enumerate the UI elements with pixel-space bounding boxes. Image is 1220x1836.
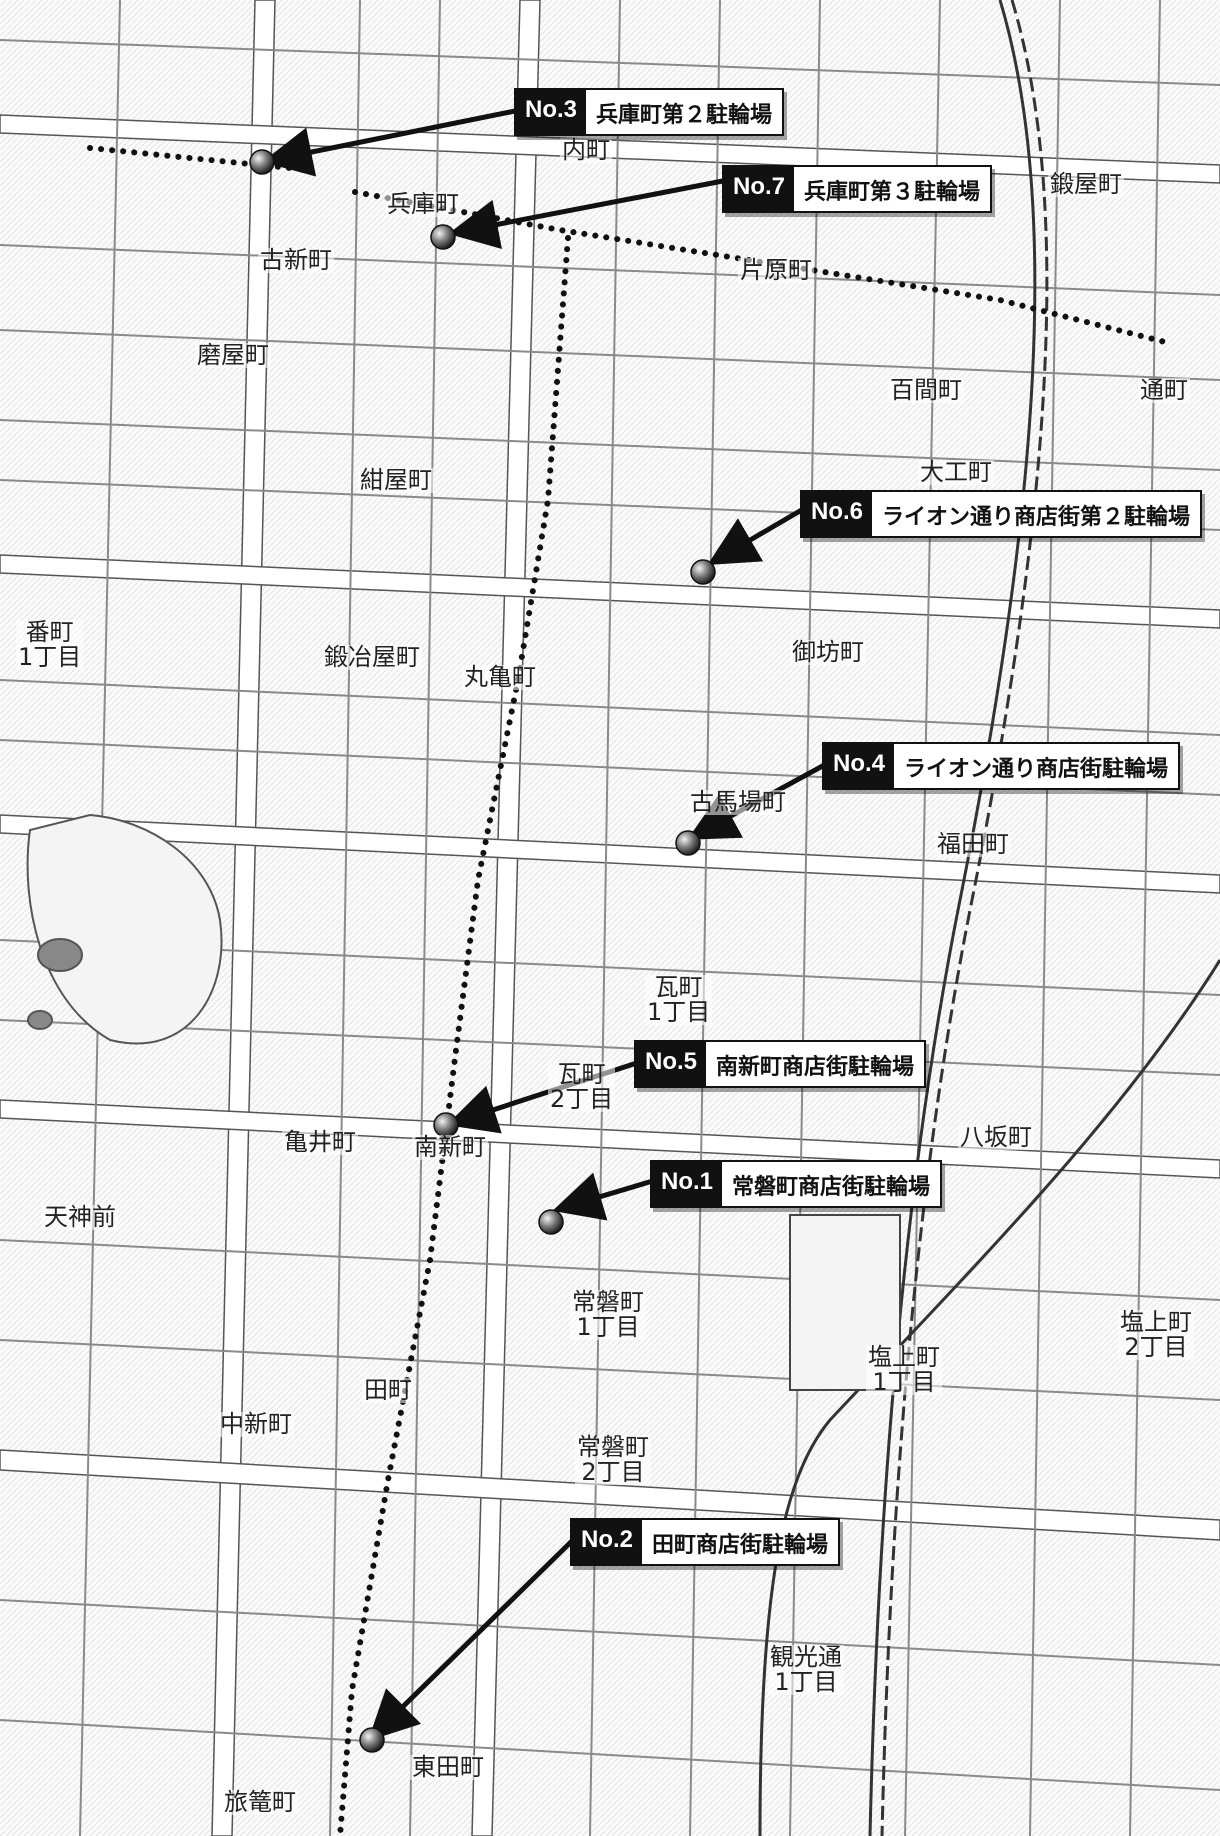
district-label: 鍛冶屋町 [322, 643, 422, 671]
district-label: 中新町 [218, 1410, 294, 1438]
district-label: 鍛屋町 [1048, 170, 1124, 198]
parking-name: 兵庫町第３駐輪場 [804, 180, 981, 205]
district-label: 片原町 [738, 256, 814, 284]
parking-marker-no2 [359, 1727, 385, 1753]
parking-marker-no4 [675, 830, 701, 856]
parking-callout-no1: No.1 常磐町商店街駐輪場 [650, 1160, 943, 1208]
district-label: 兵庫町 [385, 190, 461, 218]
district-label: 大工町 [918, 458, 994, 486]
railway-lines [758, 0, 1220, 1836]
district-label: 塩上町 2丁目 [1118, 1308, 1194, 1362]
district-label: 天神前 [42, 1203, 118, 1231]
parking-number: No.2 [572, 1520, 643, 1564]
district-label: 百間町 [888, 376, 964, 404]
parking-name: 田町商店街駐輪場 [652, 1533, 829, 1558]
parking-callout-no3: No.3 兵庫町第２駐輪場 [514, 88, 785, 136]
station-building [789, 1214, 901, 1391]
district-label: 丸亀町 [462, 663, 538, 691]
parking-marker-no3 [249, 149, 275, 175]
district-label: 南新町 [412, 1133, 488, 1161]
district-label: 古新町 [258, 246, 334, 274]
parking-callout-no6: No.6 ライオン通り商店街第２駐輪場 [800, 490, 1203, 538]
parking-marker-no7 [430, 224, 456, 250]
district-label: 旅篭町 [222, 1788, 298, 1816]
district-label: 紺屋町 [358, 466, 434, 494]
district-label: 御坊町 [790, 638, 866, 666]
district-label: 八坂町 [958, 1123, 1034, 1151]
parking-number: No.1 [652, 1162, 723, 1206]
parking-number: No.5 [636, 1042, 707, 1086]
parking-number: No.6 [802, 492, 873, 536]
parking-name: 南新町商店街駐輪場 [716, 1055, 915, 1080]
parking-marker-no1 [538, 1209, 564, 1235]
district-label: 常磐町 1丁目 [570, 1288, 646, 1342]
district-label: 内町 [560, 136, 612, 164]
parking-callout-no2: No.2 田町商店街駐輪場 [570, 1518, 841, 1566]
district-label: 番町 1丁目 [16, 618, 84, 672]
district-label: 東田町 [410, 1753, 486, 1781]
parking-name: 常磐町商店街駐輪場 [732, 1175, 931, 1200]
district-label: 古馬場町 [688, 788, 788, 816]
district-label: 福田町 [935, 830, 1011, 858]
district-label: 瓦町 1丁目 [645, 973, 713, 1027]
district-label: 観光通 1丁目 [768, 1643, 844, 1697]
parking-number: No.7 [724, 167, 795, 211]
parking-callout-no7: No.7 兵庫町第３駐輪場 [722, 165, 993, 213]
district-label: 磨屋町 [195, 341, 271, 369]
district-label: 瓦町 2丁目 [548, 1060, 616, 1114]
parking-name: ライオン通り商店街駐輪場 [904, 757, 1169, 782]
parking-name: 兵庫町第２駐輪場 [596, 103, 773, 128]
park-area [26, 813, 223, 1045]
parking-name: ライオン通り商店街第２駐輪場 [882, 505, 1191, 530]
parking-callout-no5: No.5 南新町商店街駐輪場 [634, 1040, 927, 1088]
parking-number: No.4 [824, 744, 895, 788]
parking-number: No.3 [516, 90, 587, 134]
parking-callout-no4: No.4 ライオン通り商店街駐輪場 [822, 742, 1181, 790]
district-label: 田町 [362, 1376, 414, 1404]
parking-marker-no6 [690, 559, 716, 585]
district-label: 通町 [1138, 376, 1190, 404]
district-label: 常磐町 2丁目 [575, 1433, 651, 1487]
district-label: 亀井町 [282, 1128, 358, 1156]
district-label: 塩上町 1丁目 [866, 1343, 942, 1397]
